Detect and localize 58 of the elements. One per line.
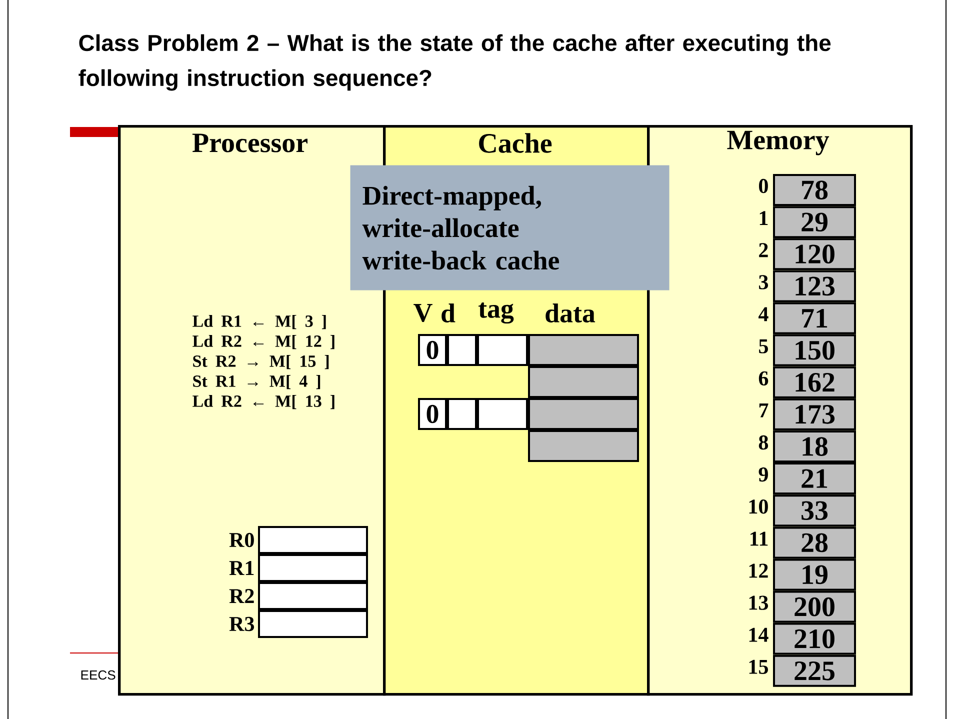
- memory-cell: 78: [773, 174, 856, 206]
- column-header: tag: [478, 302, 514, 324]
- title: Class Problem 2 – What is the state of the cache after executing the following instruction sequence?: [78, 34, 831, 91]
- address-label: 0: [759, 178, 768, 194]
- memory-cell: 29: [773, 206, 856, 238]
- column-header: V: [414, 304, 432, 322]
- memory-cell: 19: [773, 558, 856, 591]
- memory-cell: 33: [773, 494, 856, 527]
- instruction: Ld R1 ← M[ 3 ]: [192, 314, 326, 330]
- memory-cell: 18: [773, 430, 856, 462]
- memory-cell: 150: [773, 334, 856, 366]
- data-cell: [528, 398, 639, 430]
- memory-cell: 123: [773, 270, 856, 302]
- address-label: 3: [759, 275, 768, 290]
- address-label: 10: [749, 500, 768, 514]
- address-label: 14: [749, 628, 768, 642]
- address-label: 4: [758, 307, 768, 322]
- instruction: Ld R2 ← M[ 12 ]: [192, 334, 334, 350]
- instruction: St R1 → M[ 4 ]: [193, 374, 320, 390]
- valid-bit-cell: 0: [418, 398, 447, 430]
- dirty-bit-cell: [447, 398, 477, 430]
- column-header: d: [442, 304, 456, 322]
- data-cell: [528, 430, 639, 462]
- memory-cell: 225: [773, 654, 856, 687]
- address-label: 5: [759, 339, 768, 354]
- tag-cell: [477, 398, 528, 430]
- note-box: Direct-mapped, write-allocate write-back cache: [350, 165, 670, 290]
- address-label: 9: [758, 467, 768, 482]
- address-label: 12: [749, 564, 768, 578]
- column-header: data: [546, 304, 596, 322]
- dirty-bit-cell: [447, 334, 477, 366]
- address-label: 6: [758, 371, 768, 386]
- memory-cell: 21: [773, 462, 856, 494]
- register-label: R2: [229, 589, 254, 603]
- instruction: Ld R2 ← M[ 13 ]: [192, 394, 334, 410]
- memory-cell: 162: [773, 366, 856, 398]
- address-label: 7: [759, 404, 768, 418]
- footer-text: EECS: [81, 670, 116, 680]
- register-label: R3: [229, 616, 254, 632]
- address-label: 11: [750, 532, 768, 546]
- address-label: 2: [759, 243, 768, 258]
- address-label: 8: [758, 435, 768, 450]
- memory-cell: 120: [773, 238, 856, 270]
- data-cell: [528, 334, 639, 366]
- memory-cell: 173: [773, 398, 856, 430]
- memory-cell: 28: [773, 526, 856, 559]
- register-label: R1: [229, 561, 254, 575]
- address-label: 13: [749, 596, 768, 610]
- memory-cell: 210: [773, 622, 856, 655]
- valid-bit-cell: 0: [418, 334, 447, 366]
- address-label: 15: [749, 660, 768, 674]
- address-label: 1: [760, 211, 768, 226]
- instruction: St R2 → M[ 15 ]: [193, 354, 329, 370]
- memory-cell: 200: [773, 590, 856, 623]
- data-cell: [528, 366, 639, 398]
- tag-cell: [477, 334, 528, 366]
- register-label: R0: [229, 532, 254, 548]
- memory-cell: 71: [773, 302, 856, 334]
